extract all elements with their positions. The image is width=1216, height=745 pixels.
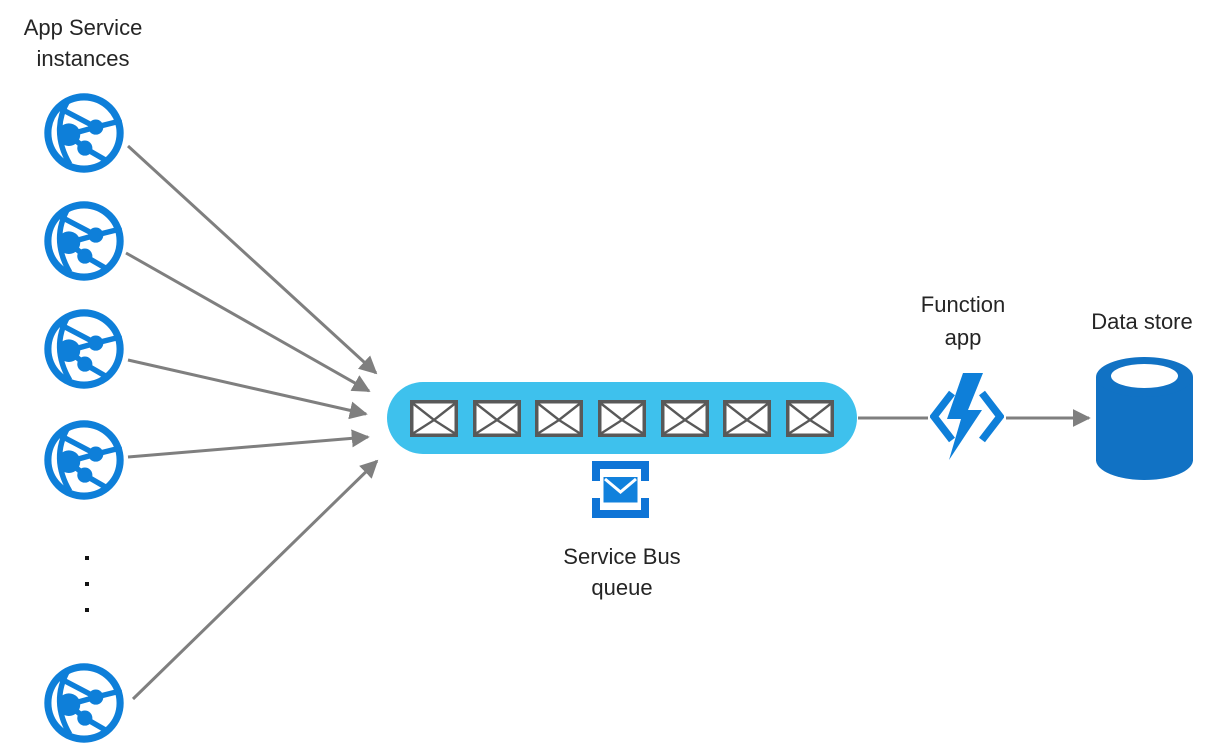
data-store-label: Data store — [1091, 309, 1193, 334]
queue-message-envelope-icon — [472, 399, 521, 437]
edge-instance2-to-queue — [125, 251, 371, 393]
database-cylinder-icon — [1096, 357, 1193, 481]
service-bus-queue-icon — [591, 461, 650, 518]
service-bus-queue-label: Service Bus queue — [563, 544, 681, 600]
ellipsis-dot — [85, 556, 89, 560]
queue-message-envelope-icon — [597, 399, 646, 437]
edge-instance1-to-queue — [126, 144, 378, 375]
ellipsis-dot — [85, 608, 89, 612]
app-service-instance-3 — [42, 307, 126, 391]
app-service-instance-4 — [42, 418, 126, 502]
app-service-instance-2 — [42, 199, 126, 283]
edge-instance3-to-queue — [127, 358, 368, 420]
edge-instance4-to-queue — [127, 429, 370, 459]
app-service-instance-1 — [42, 91, 126, 175]
app-service-globe-icon — [44, 93, 124, 173]
queue-message-envelope-icon — [660, 399, 709, 437]
function-app-label: Function app — [920, 292, 1006, 350]
ellipsis-dot — [85, 582, 89, 586]
app-service-globe-icon — [44, 663, 124, 743]
app-service-instance-5 — [42, 661, 126, 745]
app-service-globe-icon — [44, 201, 124, 281]
queue-message-envelope-icon — [723, 399, 772, 437]
app-service-globe-icon — [44, 420, 124, 500]
app-service-instances-label: App Service instances — [23, 15, 143, 71]
function-app-icon — [930, 370, 1004, 462]
queue-message-envelope-icon — [535, 399, 584, 437]
app-service-globe-icon — [44, 309, 124, 389]
queue-message-envelope-icon — [785, 399, 834, 437]
edge-instance5-to-queue — [131, 459, 379, 701]
more-instances-ellipsis — [85, 556, 89, 612]
queue-message-envelope-icon — [410, 399, 458, 437]
service-bus-queue-pill — [387, 382, 857, 454]
